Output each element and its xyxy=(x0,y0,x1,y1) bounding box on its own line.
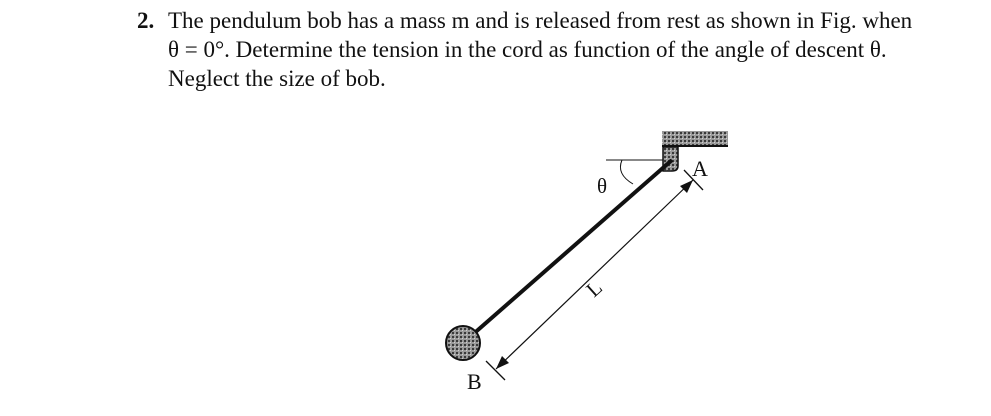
ceiling-support xyxy=(662,131,728,147)
pivot-label: A xyxy=(692,156,708,181)
length-label: L xyxy=(581,275,607,301)
problem-text-line-1: The pendulum bob has a mass m and is rel… xyxy=(168,8,913,33)
angle-arc xyxy=(619,159,634,185)
length-dimension xyxy=(485,169,704,381)
problem-text-line-2: θ = 0°. Determine the tension in the cor… xyxy=(168,37,887,62)
angle-label: θ xyxy=(597,174,607,198)
pendulum-bob xyxy=(445,325,481,361)
pendulum-rod xyxy=(461,158,674,345)
problem-text-line-3: Neglect the size of bob. xyxy=(168,66,386,91)
problem-number: 2. xyxy=(137,8,155,33)
bob-label: B xyxy=(467,369,482,394)
